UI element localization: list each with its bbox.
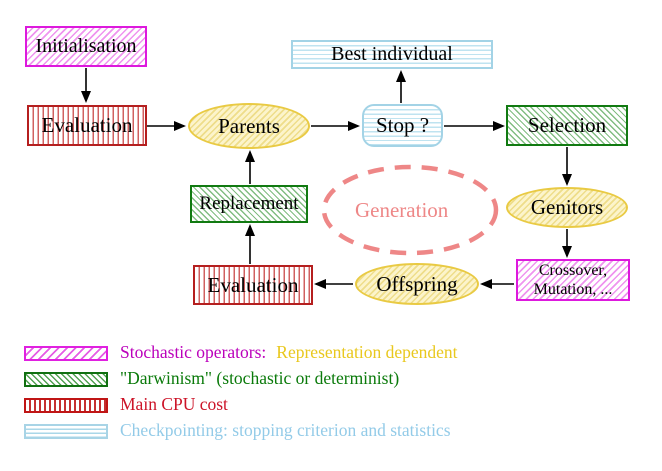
node-selection: Selection xyxy=(506,105,628,146)
legend-swatch-darwinism xyxy=(24,372,108,387)
node-evaluation-bottom: Evaluation xyxy=(193,265,313,305)
legend-text-cpu-cost: Main CPU cost xyxy=(120,394,228,414)
node-replacement: Replacement xyxy=(190,185,308,223)
legend-text-stochastic-operators: Stochastic operators: Representation depe… xyxy=(120,342,458,363)
node-genitors: Genitors xyxy=(506,187,628,228)
legend-swatch-checkpointing xyxy=(24,424,108,439)
node-best-individual: Best individual xyxy=(291,40,493,69)
legend-label-representation: Representation dependent xyxy=(276,342,458,362)
legend-swatch-cpu-cost xyxy=(24,398,108,413)
node-stop: Stop ? xyxy=(362,104,443,147)
node-initialisation: Initialisation xyxy=(25,26,147,67)
legend-text-checkpointing: Checkpointing: stopping criterion and st… xyxy=(120,420,451,440)
node-crossover-mutation: Crossover, Mutation, ... xyxy=(516,259,630,301)
legend-text-darwinism: "Darwinism" (stochastic or determinist) xyxy=(120,368,400,388)
node-parents: Parents xyxy=(188,103,310,149)
crossover-line2: Mutation, ... xyxy=(533,281,613,298)
node-offspring: Offspring xyxy=(355,263,479,305)
node-evaluation-top: Evaluation xyxy=(27,105,147,146)
legend-label-stochastic: Stochastic operators: xyxy=(120,342,267,362)
generation-label: Generation xyxy=(355,198,449,222)
crossover-line1: Crossover, xyxy=(538,261,608,279)
legend-swatch-stochastic-operators xyxy=(24,346,108,361)
generation-ellipse xyxy=(321,164,499,256)
